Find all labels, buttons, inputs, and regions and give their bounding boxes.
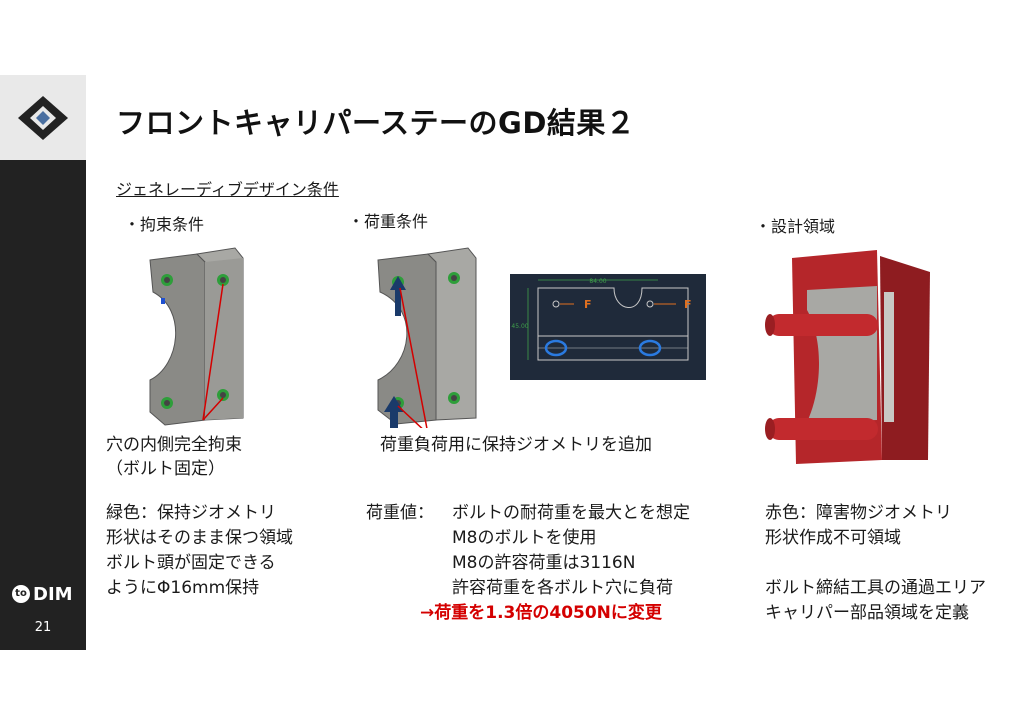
load-desc-2: M8のボルトを使用 [452, 528, 597, 548]
constraint-desc-4: ようにΦ16mm保持 [106, 578, 260, 598]
force-label-right: F [684, 298, 692, 311]
design-desc-5: キャリパー部品領域を定義 [765, 603, 969, 623]
load-part-image [377, 247, 477, 428]
design-desc-1: 赤色：障害物ジオメトリ [765, 503, 952, 523]
drawing-height-label: 45.00 [511, 323, 528, 330]
load-desc-1: ボルトの耐荷重を最大とを想定 [452, 503, 690, 523]
conditions-subtitle: ジェネレーディブデザイン条件 [116, 180, 339, 199]
load-highlight: →荷重を1.3倍の4050Nに変更 [420, 603, 662, 623]
constraint-part-image [149, 247, 244, 426]
design-heading: ・設計領域 [755, 217, 836, 236]
design-desc-2: 形状作成不可領域 [765, 528, 901, 548]
constraint-heading: ・拘束条件 [124, 215, 205, 234]
load-desc-4: 許容荷重を各ボルト穴に負荷 [452, 578, 673, 598]
constraint-callout-line-2: （ボルト固定） [106, 459, 225, 479]
load-heading: ・荷重条件 [348, 212, 429, 231]
sidebar [0, 160, 86, 650]
constraint-callout-line-1: 穴の内側完全拘束 [106, 435, 242, 455]
design-desc-4: ボルト締結工具の通過エリア [765, 578, 986, 598]
load-desc-3: M8の許容荷重は3116N [452, 553, 636, 573]
constraint-desc-2: 形状はそのまま保つ領域 [106, 528, 293, 548]
constraint-desc-3: ボルト頭が固定できる [106, 553, 276, 573]
load-arrow-icon [390, 276, 406, 316]
brand-mark: to [12, 585, 30, 603]
page-title: フロントキャリパーステーのGD結果２ [116, 106, 636, 140]
page-number: 21 [34, 620, 52, 635]
drawing-width-label: 84.00 [589, 278, 606, 285]
constraint-desc-1: 緑色：保持ジオメトリ [106, 503, 276, 523]
load-callout: 荷重負荷用に保持ジオメトリを追加 [380, 435, 652, 455]
load-desc-label: 荷重値： [366, 503, 434, 523]
design-region-image [765, 250, 930, 464]
force-label-left: F [584, 298, 592, 311]
brand-name: DIM [33, 583, 73, 605]
logo-diamond-icon [18, 96, 68, 140]
load-drawing: 84.00 45.00 F F [510, 274, 706, 380]
brand-logo: to DIM [12, 582, 76, 606]
